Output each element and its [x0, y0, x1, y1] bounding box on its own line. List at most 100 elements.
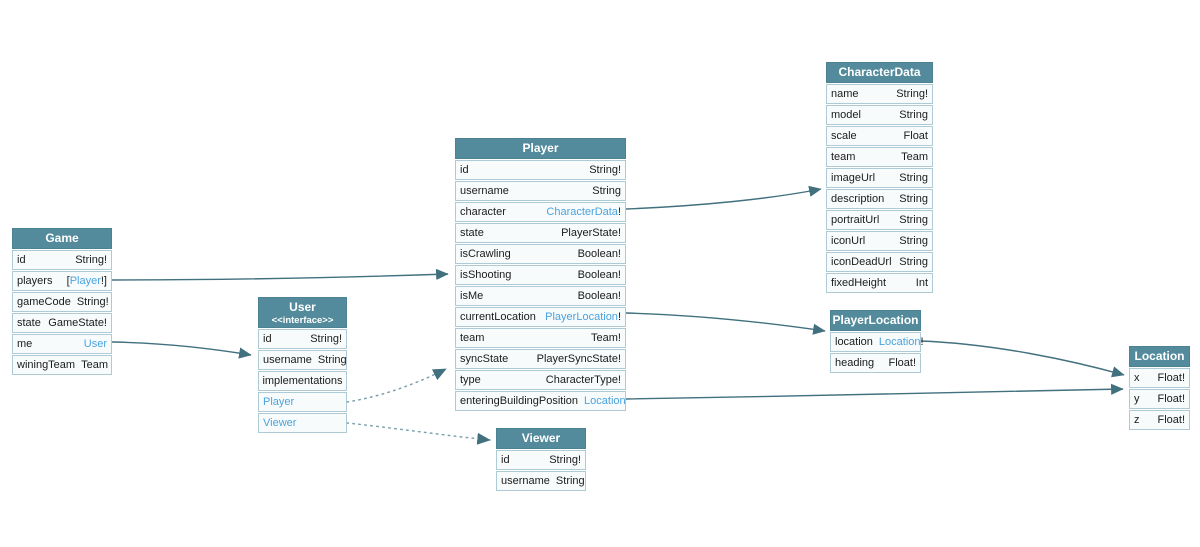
field-row[interactable]: model String — [826, 105, 933, 125]
title-text: User — [289, 300, 316, 314]
type-text: Float! — [1157, 393, 1185, 405]
field-row[interactable]: players [Player!] — [12, 271, 112, 291]
field-type: Float! — [1157, 372, 1185, 384]
field-type: String! — [549, 454, 581, 466]
field-type: [Player!] — [67, 275, 107, 287]
field-type: Float! — [1157, 414, 1185, 426]
field-row[interactable]: id String! — [12, 250, 112, 270]
field-row[interactable]: team Team — [826, 147, 933, 167]
field-type: String! — [310, 333, 342, 345]
field-type: PlayerLocation! — [545, 311, 621, 323]
field-row[interactable]: syncState PlayerSyncState! — [455, 349, 626, 369]
table-playerlocation[interactable]: PlayerLocation location Location! headin… — [830, 310, 924, 373]
table-playerlocation-title[interactable]: PlayerLocation — [830, 310, 921, 331]
field-type: User — [84, 338, 107, 350]
field-row[interactable]: portraitUrl String — [826, 210, 933, 230]
field-row[interactable]: iconUrl String — [826, 231, 933, 251]
type-link[interactable]: Viewer — [263, 417, 297, 429]
type-text: PlayerState! — [561, 227, 621, 239]
field-row[interactable]: me User — [12, 334, 112, 354]
field-row[interactable]: isMe Boolean! — [455, 286, 626, 306]
field-row[interactable]: description String — [826, 189, 933, 209]
type-link[interactable]: PlayerLocation — [545, 311, 618, 323]
field-name: x — [1134, 372, 1140, 384]
type-text: String! — [896, 88, 928, 100]
table-user[interactable]: User<<interface>> id String! username St… — [258, 297, 347, 433]
type-link[interactable]: Player — [263, 396, 295, 408]
field-type: GameState! — [48, 317, 107, 329]
type-link[interactable]: Player — [69, 275, 101, 287]
field-type: String — [899, 214, 928, 226]
field-row[interactable]: team Team! — [455, 328, 626, 348]
field-name: name — [831, 88, 859, 100]
field-row[interactable]: enteringBuildingPosition Location — [455, 391, 626, 411]
field-name: type — [460, 374, 481, 386]
implementation-link-player[interactable]: Player — [258, 392, 347, 412]
field-row[interactable]: x Float! — [1129, 368, 1190, 388]
field-row[interactable]: fixedHeight Int — [826, 273, 933, 293]
field-row[interactable]: id String! — [258, 329, 347, 349]
field-row[interactable]: username String — [258, 350, 347, 370]
field-name: id — [501, 454, 510, 466]
type-text: PlayerSyncState! — [536, 353, 621, 365]
type-link[interactable]: User — [83, 338, 107, 350]
field-row[interactable]: heading Float! — [830, 353, 921, 373]
table-user-title[interactable]: User<<interface>> — [258, 297, 347, 328]
field-row[interactable]: isCrawling Boolean! — [455, 244, 626, 264]
table-location-title[interactable]: Location — [1129, 346, 1190, 367]
field-row[interactable]: name String! — [826, 84, 933, 104]
table-game-title[interactable]: Game — [12, 228, 112, 249]
field-row[interactable]: iconDeadUrl String — [826, 252, 933, 272]
field-row[interactable]: username String — [496, 471, 586, 491]
table-characterdata-title[interactable]: CharacterData — [826, 62, 933, 83]
field-row[interactable]: state GameState! — [12, 313, 112, 333]
table-location[interactable]: Location x Float! y Float! z Float! — [1129, 346, 1190, 430]
field-row[interactable]: scale Float — [826, 126, 933, 146]
field-name: portraitUrl — [831, 214, 880, 226]
table-viewer-title[interactable]: Viewer — [496, 428, 586, 449]
field-row[interactable]: location Location! — [830, 332, 924, 352]
field-name: state — [17, 317, 41, 329]
field-row[interactable]: id String! — [455, 160, 626, 180]
type-text: Float! — [1157, 414, 1185, 426]
table-characterdata[interactable]: CharacterData name String! model String … — [826, 62, 933, 293]
field-row[interactable]: state PlayerState! — [455, 223, 626, 243]
field-row[interactable]: character CharacterData! — [455, 202, 626, 222]
field-row[interactable]: gameCode String! — [12, 292, 112, 312]
field-row[interactable]: imageUrl String — [826, 168, 933, 188]
field-name: me — [17, 338, 33, 350]
field-type: String! — [896, 88, 928, 100]
table-game[interactable]: Game id String! players [Player!] gameCo… — [12, 228, 112, 375]
field-type: Boolean! — [578, 248, 621, 260]
field-row[interactable]: currentLocation PlayerLocation! — [455, 307, 626, 327]
field-name: isMe — [460, 290, 484, 302]
type-text: String! — [589, 164, 621, 176]
table-player[interactable]: Player id String! username String charac… — [455, 138, 626, 411]
field-row[interactable]: isShooting Boolean! — [455, 265, 626, 285]
field-name: location — [835, 336, 873, 348]
implementation-link-viewer[interactable]: Viewer — [258, 413, 347, 433]
field-name: description — [831, 193, 885, 205]
table-viewer[interactable]: Viewer id String! username String — [496, 428, 586, 491]
field-type: String! — [75, 254, 107, 266]
field-row[interactable]: winingTeam Team — [12, 355, 112, 375]
interface-subtitle: <<interface>> — [271, 315, 334, 326]
table-player-title[interactable]: Player — [455, 138, 626, 159]
type-link[interactable]: Location — [584, 395, 626, 407]
field-row[interactable]: username String — [455, 181, 626, 201]
field-name: iconDeadUrl — [831, 256, 892, 268]
type-text: String — [317, 354, 347, 366]
type-link[interactable]: CharacterData — [546, 206, 618, 218]
type-text: Team! — [591, 332, 621, 344]
field-type: String — [899, 235, 928, 247]
field-row[interactable]: z Float! — [1129, 410, 1190, 430]
field-type: Location — [584, 395, 626, 407]
field-row[interactable]: type CharacterType! — [455, 370, 626, 390]
field-type: Boolean! — [578, 290, 621, 302]
field-type: PlayerState! — [561, 227, 621, 239]
field-name: isShooting — [460, 269, 512, 281]
type-link[interactable]: Location — [878, 336, 921, 348]
field-row[interactable]: id String! — [496, 450, 586, 470]
field-name: isCrawling — [460, 248, 511, 260]
field-row[interactable]: y Float! — [1129, 389, 1190, 409]
